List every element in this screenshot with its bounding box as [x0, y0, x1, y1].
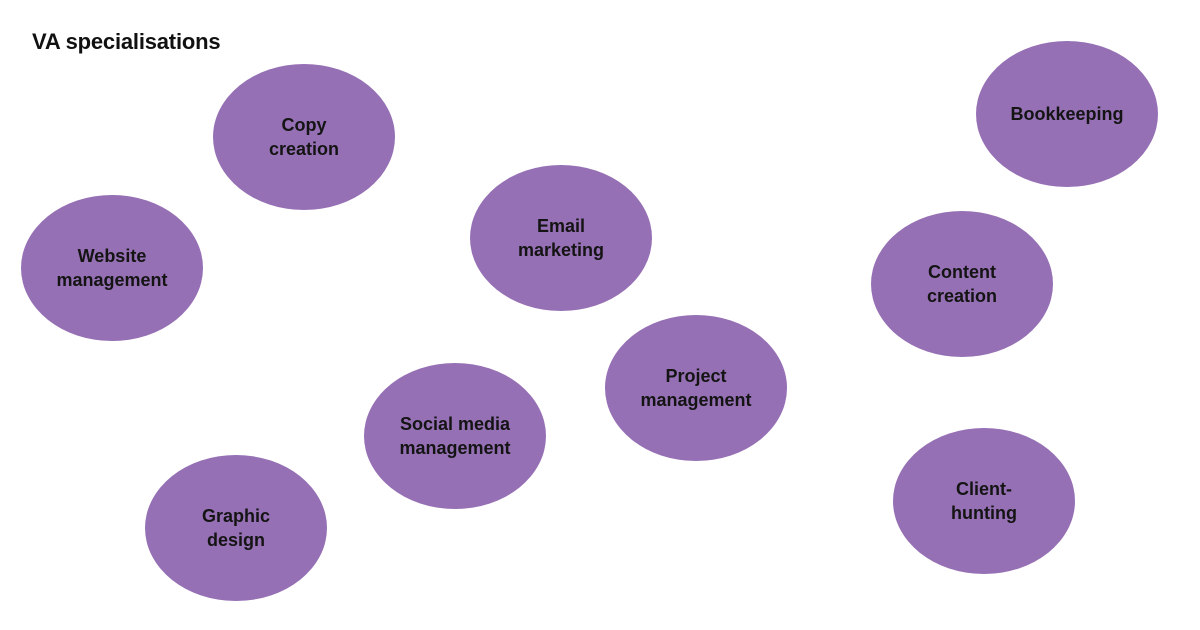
- bubble-email-marketing: Email marketing: [470, 165, 652, 311]
- bubble-project-management: Project management: [605, 315, 787, 461]
- bubble-website-management: Website management: [21, 195, 203, 341]
- bubble-content-creation: Content creation: [871, 211, 1053, 357]
- bubble-label: Client- hunting: [951, 479, 1017, 523]
- bubble-label: Bookkeeping: [1010, 104, 1124, 124]
- page-title: VA specialisations: [32, 29, 221, 54]
- bubble-label: Copy creation: [268, 115, 340, 159]
- bubble-copy-creation: Copy creation: [213, 64, 395, 210]
- bubble-social-media-management: Social media management: [364, 363, 546, 509]
- bubble-label: Content creation: [926, 262, 998, 306]
- bubble-bookkeeping: Bookkeeping: [976, 41, 1158, 187]
- bubble-graphic-design: Graphic design: [145, 455, 327, 601]
- bubble-label: Project management: [640, 366, 752, 410]
- bubble-label: Email marketing: [517, 216, 605, 260]
- bubble-label: Graphic design: [201, 506, 271, 550]
- bubble-client-hunting: Client- hunting: [893, 428, 1075, 574]
- bubble-label: Website management: [56, 246, 168, 290]
- bubble-label: Social media management: [399, 414, 511, 458]
